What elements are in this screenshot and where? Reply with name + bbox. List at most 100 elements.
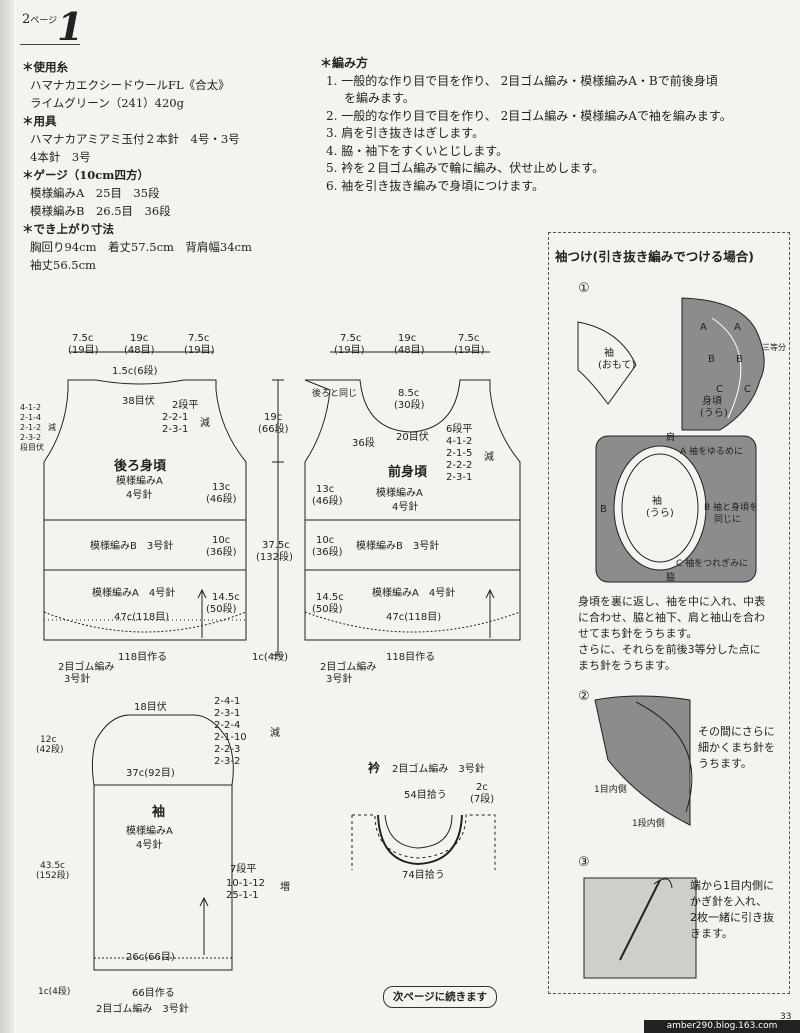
svg-text:118目作る: 118目作る (118, 651, 167, 663)
svg-text:4号針: 4号針 (136, 838, 162, 851)
swatch-step3 (583, 877, 697, 979)
svg-text:1c(4段): 1c(4段) (38, 985, 70, 997)
svg-text:12c: 12c (40, 735, 56, 745)
svg-text:7.5c: 7.5c (340, 333, 361, 344)
svg-text:36段: 36段 (352, 436, 375, 449)
svg-text:26c(66目): 26c(66目) (126, 952, 175, 963)
svg-text:19c: 19c (264, 412, 282, 423)
svg-text:(19目): (19目) (184, 345, 215, 356)
svg-text:B 袖と身頃を: B 袖と身頃を (704, 501, 758, 513)
watermark-url: amber290.blog.163.com (644, 1020, 800, 1033)
svg-text:③: ③ (578, 855, 590, 870)
svg-text:C: C (716, 384, 723, 395)
svg-text:増: 増 (280, 880, 290, 893)
svg-text:模様編みA: 模様編みA (376, 486, 423, 499)
page-number: 33 (780, 1012, 792, 1022)
svg-text:(50段): (50段) (206, 602, 237, 615)
svg-text:(152段): (152段) (36, 869, 69, 881)
svg-text:4-1-2: 4-1-2 (20, 403, 41, 412)
header-rule (20, 44, 80, 45)
svg-text:2目ゴム編み: 2目ゴム編み (320, 660, 376, 673)
svg-text:2-3-1: 2-3-1 (446, 472, 472, 483)
svg-text:2-3-1: 2-3-1 (214, 708, 240, 719)
svg-text:袖: 袖 (652, 494, 662, 507)
svg-text:(50段): (50段) (312, 602, 343, 615)
sleeve-labels: 18目伏 2-4-1 2-3-1 2-2-4 2-1-10 2-2-3 2-3-… (36, 696, 290, 1015)
svg-text:47c(118目): 47c(118目) (386, 612, 441, 623)
pattern-number: 1 (57, 4, 84, 49)
svg-text:身頃: 身頃 (702, 394, 722, 407)
svg-text:74目拾う: 74目拾う (402, 868, 445, 881)
svg-text:(36段): (36段) (312, 545, 343, 558)
svg-text:37c(92目): 37c(92目) (126, 768, 175, 779)
svg-text:A 袖をゆるめに: A 袖をゆるめに (680, 445, 743, 457)
svg-text:14.5c: 14.5c (316, 592, 344, 603)
svg-text:1目内側: 1目内側 (594, 783, 627, 795)
svg-text:(42段): (42段) (36, 743, 63, 755)
svg-text:段目伏: 段目伏 (20, 442, 44, 452)
svg-text:B: B (600, 504, 607, 515)
svg-text:1c(4段): 1c(4段) (252, 650, 288, 663)
svg-text:54目拾う: 54目拾う (404, 788, 447, 801)
front-body-labels: 7.5c(19目) 19c(48目) 7.5c(19目) 後ろと同じ 8.5c(… (312, 333, 494, 685)
body-piece-1 (681, 297, 765, 431)
svg-text:前身頃: 前身頃 (388, 464, 428, 480)
svg-text:肩: 肩 (666, 431, 675, 443)
svg-text:2-2-1: 2-2-1 (162, 412, 188, 423)
svg-text:B: B (708, 354, 715, 365)
svg-text:2-1-4: 2-1-4 (20, 413, 41, 422)
svg-text:(30段): (30段) (394, 398, 425, 411)
svg-text:模様編みA: 模様編みA (116, 474, 163, 487)
svg-text:10c: 10c (212, 535, 230, 546)
svg-text:2-3-1: 2-3-1 (162, 424, 188, 435)
svg-text:①: ① (578, 281, 590, 296)
svg-text:(19目): (19目) (334, 345, 365, 356)
setin-title: 袖つけ(引き抜き編みでつける場合) (555, 249, 754, 264)
svg-text:7.5c: 7.5c (188, 333, 209, 344)
svg-text:66目作る: 66目作る (132, 987, 175, 999)
continue-badge: 次ページに続きます (383, 986, 497, 1008)
sleeve-outline (91, 714, 234, 971)
svg-text:7.5c: 7.5c (458, 333, 479, 344)
svg-text:A: A (700, 322, 707, 333)
svg-text:2-1-10: 2-1-10 (214, 732, 247, 743)
svg-text:模様編みB 3号針: 模様編みB 3号針 (356, 539, 439, 552)
svg-text:(7段): (7段) (470, 792, 494, 805)
svg-text:(おもて): (おもて) (598, 359, 636, 371)
svg-text:1段内側: 1段内側 (632, 817, 665, 829)
svg-text:6段平: 6段平 (446, 422, 472, 435)
svg-text:(19目): (19目) (68, 345, 99, 356)
swatch-step2 (594, 695, 691, 826)
svg-text:2-1-2: 2-1-2 (20, 423, 41, 432)
svg-text:3号針: 3号針 (326, 672, 352, 685)
svg-text:10c: 10c (316, 535, 334, 546)
svg-text:(46段): (46段) (312, 494, 343, 507)
svg-text:19c: 19c (130, 333, 148, 344)
svg-text:衿: 衿 (368, 760, 380, 775)
svg-text:7.5c: 7.5c (72, 333, 93, 344)
svg-text:4-1-2: 4-1-2 (446, 436, 472, 447)
mid-dimension-labels: 19c(66段) 37.5c(132段) 1c(4段) (252, 412, 293, 663)
svg-text:模様編みA: 模様編みA (126, 824, 173, 837)
svg-text:2-2-4: 2-2-4 (214, 720, 240, 731)
svg-text:4号針: 4号針 (126, 488, 152, 501)
svg-text:3号針: 3号針 (64, 672, 90, 685)
svg-text:減: 減 (48, 422, 56, 432)
materials-block: ＊使用糸 ハマナカエクシードウールFL《合太》 ライムグリーン（241）420g… (22, 60, 252, 272)
svg-text:10-1-12: 10-1-12 (226, 878, 265, 889)
setin-panel (548, 232, 790, 994)
setin-step2-text: その間にさらに 細かくまち針を うちます。 (698, 725, 775, 770)
svg-text:A: A (734, 322, 741, 333)
svg-text:後ろ身頃: 後ろ身頃 (114, 458, 167, 474)
svg-text:模様編みB 3号針: 模様編みB 3号針 (90, 539, 173, 552)
svg-text:7段平: 7段平 (230, 862, 256, 875)
svg-text:4号針: 4号針 (392, 500, 418, 513)
svg-text:2目ゴム編み 3号針: 2目ゴム編み 3号針 (96, 1002, 189, 1015)
book-spine (0, 0, 14, 1033)
svg-text:模様編みA 4号針: 模様編みA 4号針 (372, 586, 455, 599)
svg-text:袖: 袖 (152, 804, 165, 820)
svg-text:47c(118目): 47c(118目) (114, 612, 169, 623)
svg-text:(66段): (66段) (258, 422, 289, 435)
svg-text:(46段): (46段) (206, 492, 237, 505)
